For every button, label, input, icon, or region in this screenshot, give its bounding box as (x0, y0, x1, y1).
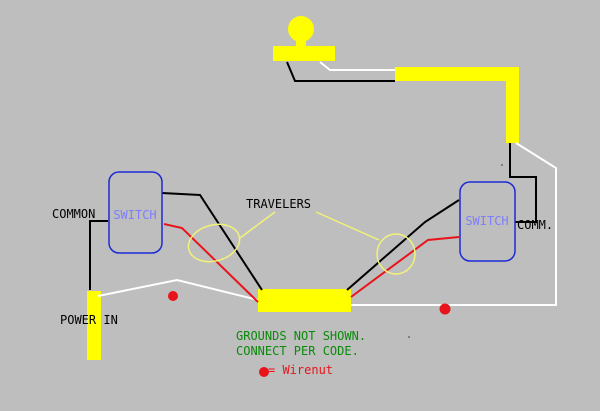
traveler-wires (163, 223, 460, 303)
note-line-1: GROUNDS NOT SHOWN. (236, 329, 366, 343)
wirenut-dot-icon (259, 367, 269, 377)
switch-left: SWITCH (108, 171, 163, 254)
power-in-label: POWER IN (60, 313, 118, 327)
neutral-wires (97, 61, 557, 306)
stray-dot (408, 336, 410, 338)
hot-wires (89, 61, 537, 291)
comm-label: COMM. (517, 218, 553, 232)
travelers-circle-left (187, 223, 241, 263)
legend-wirenut-label: = Wirenut (268, 363, 333, 377)
cable-top (395, 67, 519, 81)
cable-power-in (87, 291, 101, 360)
note-line-2: CONNECT PER CODE. (236, 344, 359, 358)
switch-left-label: SWITCH (113, 208, 156, 222)
cable-middle (258, 289, 351, 312)
cable-right (506, 67, 519, 143)
travelers-circle-right (376, 233, 416, 275)
travelers-callout (187, 211, 416, 275)
stray-dot (501, 164, 503, 166)
wirenut-dot-icon (439, 303, 451, 315)
wirenut-dot-icon (168, 291, 178, 301)
travelers-label: TRAVELERS (246, 197, 311, 211)
switch-right-label: SWITCH (465, 214, 508, 228)
light-bulb-icon (273, 16, 335, 61)
switch-right: SWITCH (459, 181, 516, 262)
legend: = Wirenut (259, 363, 333, 377)
common-label: COMMON (52, 207, 95, 221)
